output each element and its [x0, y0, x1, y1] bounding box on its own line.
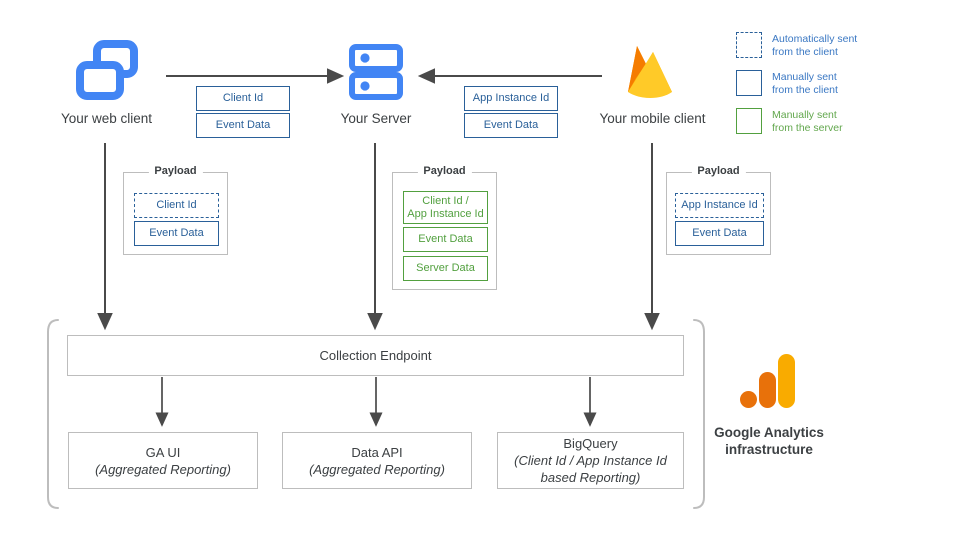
legend-label-line1: Manually sent — [772, 71, 837, 83]
payload-mobile-title: Payload — [691, 165, 746, 177]
web-client-icon — [76, 40, 138, 100]
output-box-ga-ui: GA UI (Aggregated Reporting) — [68, 432, 258, 489]
legend-label-manual-client: Manually sent from the client — [772, 70, 838, 97]
legend-label-line2: from the client — [772, 84, 838, 96]
legend: Automatically sent from the client Manua… — [736, 32, 857, 146]
google-analytics-icon — [740, 354, 795, 408]
server-label: Your Server — [340, 111, 412, 126]
legend-swatch-solid-blue-icon — [736, 70, 762, 96]
ga-infrastructure-caption-line1: Google Analytics — [714, 425, 824, 440]
web-client-label: Your web client — [60, 111, 153, 126]
legend-item-manual-client: Manually sent from the client — [736, 70, 857, 97]
output-sub-ga-ui: (Aggregated Reporting) — [95, 461, 231, 477]
transport-chip-mobile-app-instance-id: App Instance Id — [464, 86, 558, 111]
payload-server-title: Payload — [417, 165, 472, 177]
bracket-right — [693, 319, 705, 509]
mobile-client-label: Your mobile client — [599, 111, 706, 126]
payload-server: Payload Client Id / App Instance Id Even… — [392, 165, 497, 290]
output-box-bigquery: BigQuery (Client Id / App Instance Id ba… — [497, 432, 684, 489]
payload-web-item-event-data: Event Data — [134, 221, 219, 246]
legend-label-manual-server: Manually sent from the server — [772, 108, 843, 135]
collection-endpoint-box: Collection Endpoint — [67, 335, 684, 376]
legend-label-line2: from the client — [772, 46, 838, 58]
payload-mobile-item-app-instance-id: App Instance Id — [675, 193, 764, 218]
output-title-ga-ui: GA UI — [145, 444, 181, 460]
payload-web-item-client-id: Client Id — [134, 193, 219, 218]
transport-chip-web-event-data: Event Data — [196, 113, 290, 138]
output-box-data-api: Data API (Aggregated Reporting) — [282, 432, 472, 489]
bracket-left — [47, 319, 59, 509]
output-sub-bigquery: (Client Id / App Instance Id based Repor… — [514, 453, 667, 485]
transport-chip-mobile-event-data: Event Data — [464, 113, 558, 138]
output-title-bigquery: BigQuery — [563, 436, 618, 451]
legend-label-line2: from the server — [772, 122, 843, 134]
legend-swatch-solid-green-icon — [736, 108, 762, 134]
legend-swatch-dashed-icon — [736, 32, 762, 58]
ga-infrastructure-caption-line2: infrastructure — [725, 442, 813, 457]
legend-label-line1: Automatically sent — [772, 33, 858, 45]
output-sub-data-api: (Aggregated Reporting) — [309, 461, 445, 477]
payload-server-item-server-data: Server Data — [403, 256, 488, 281]
legend-label-line1: Manually sent — [772, 109, 837, 121]
legend-item-automatic-client: Automatically sent from the client — [736, 32, 857, 59]
ga-infrastructure-caption: Google Analytics infrastructure — [700, 424, 838, 458]
firebase-icon — [628, 46, 672, 98]
collection-endpoint-label: Collection Endpoint — [319, 348, 432, 363]
payload-server-item-client-or-app-instance-id: Client Id / App Instance Id — [403, 191, 488, 224]
payload-web-title: Payload — [148, 165, 203, 177]
payload-mobile: Payload App Instance Id Event Data — [666, 165, 771, 255]
payload-web: Payload Client Id Event Data — [123, 165, 228, 255]
transport-chip-web-client-id: Client Id — [196, 86, 290, 111]
server-icon — [349, 44, 403, 100]
legend-label-automatic-client: Automatically sent from the client — [772, 32, 857, 59]
payload-mobile-item-event-data: Event Data — [675, 221, 764, 246]
legend-item-manual-server: Manually sent from the server — [736, 108, 857, 135]
output-title-data-api: Data API — [351, 444, 403, 460]
payload-server-item-event-data: Event Data — [403, 227, 488, 252]
